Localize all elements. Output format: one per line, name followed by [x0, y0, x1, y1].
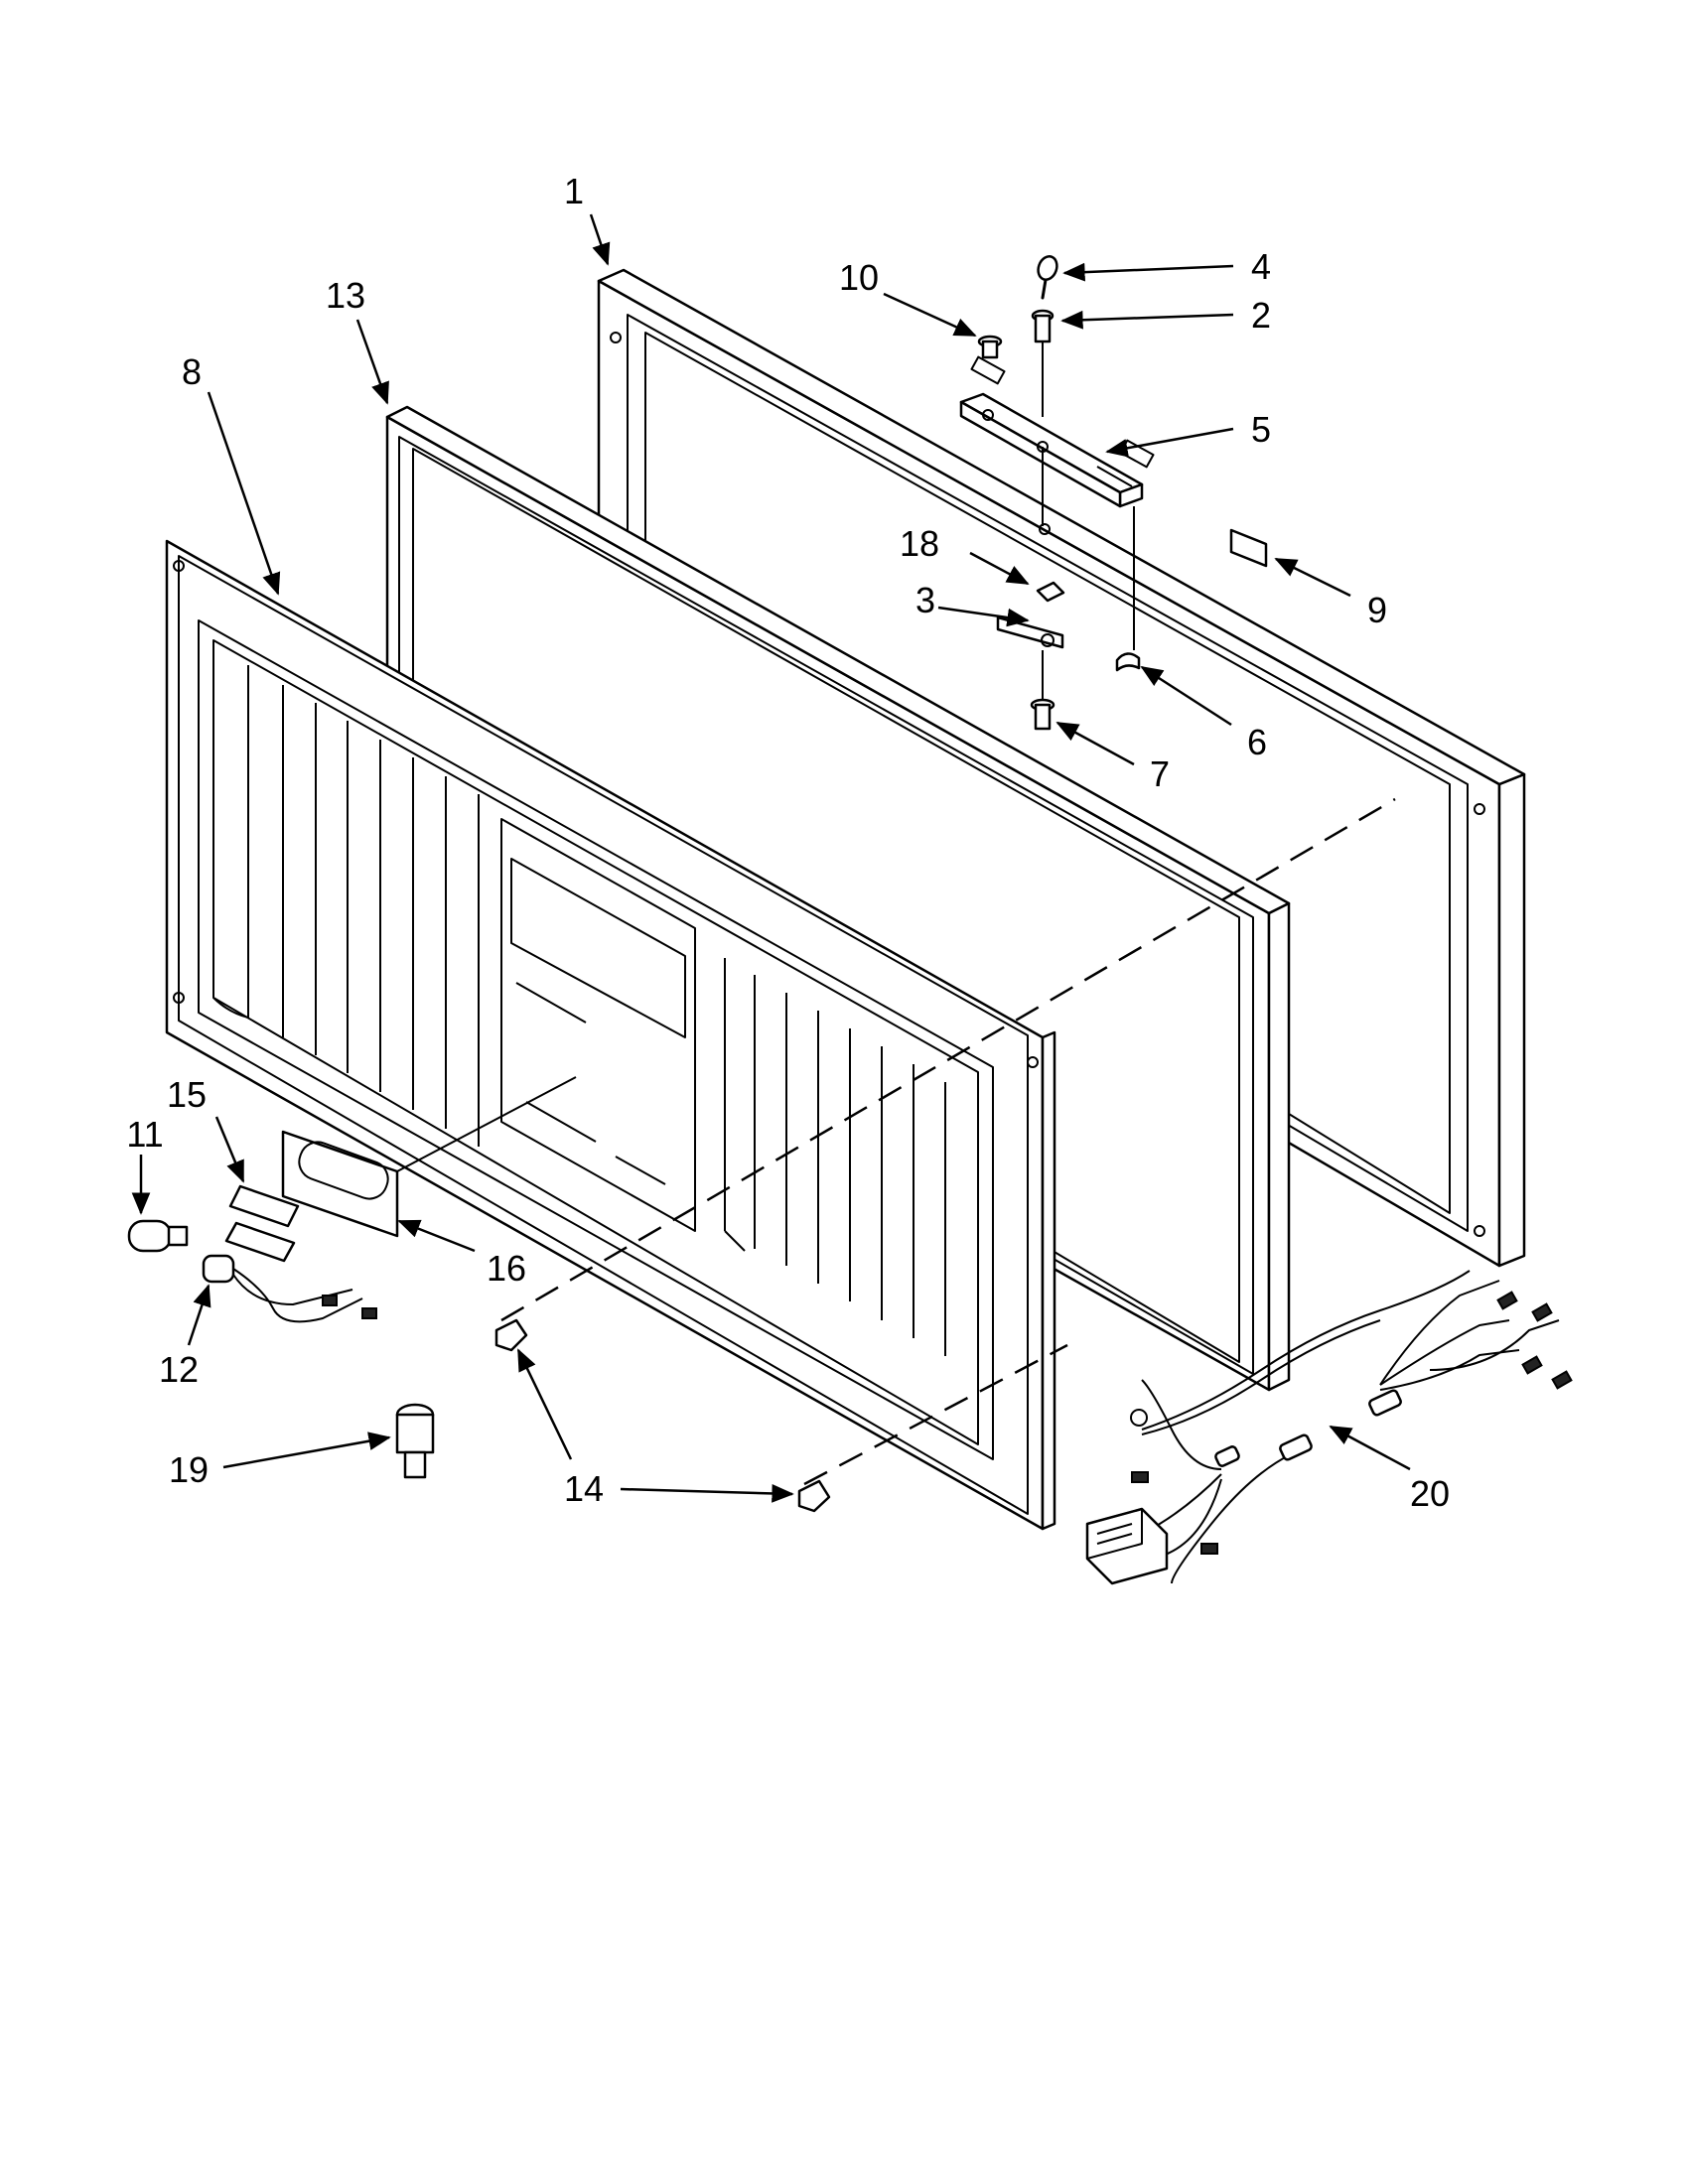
light-socket-part-12 — [202, 1254, 377, 1323]
pin-part-2 — [1031, 309, 1055, 417]
callouts: 1 2 3 4 5 6 7 8 9 10 11 12 13 14 15 16 1… — [126, 171, 1450, 1514]
callout-8: 8 — [182, 351, 202, 392]
callout-13: 13 — [326, 275, 365, 316]
callout-2: 2 — [1251, 295, 1271, 336]
latch-bracket-part-5 — [959, 392, 1144, 508]
callout-9: 9 — [1367, 590, 1387, 630]
door-liner-part-8 — [165, 539, 1056, 1531]
plug-part-14-lower — [797, 1479, 831, 1513]
rivet-part-10 — [977, 335, 1003, 359]
callout-19: 19 — [169, 1449, 209, 1490]
wire-harness-part-20 — [1085, 1270, 1573, 1585]
callout-4: 4 — [1251, 246, 1271, 287]
callout-20: 20 — [1410, 1473, 1450, 1514]
callout-10: 10 — [839, 257, 879, 298]
screw-part-7 — [1030, 650, 1055, 731]
callout-14: 14 — [564, 1468, 604, 1509]
callout-5: 5 — [1251, 409, 1271, 450]
callout-18: 18 — [900, 523, 939, 564]
label-part-9 — [1229, 528, 1268, 568]
pad-part-15 — [224, 1184, 300, 1263]
leader-lines — [131, 213, 1411, 1503]
clip-part-18 — [1036, 581, 1065, 603]
callout-1: 1 — [564, 171, 584, 211]
callout-11: 11 — [126, 1114, 163, 1155]
callout-3: 3 — [915, 580, 935, 620]
callout-15: 15 — [167, 1074, 207, 1115]
stop-part-6 — [1115, 506, 1141, 672]
door-switch-part-19 — [395, 1403, 435, 1479]
plug-part-14-upper — [494, 1318, 528, 1352]
key-part-4 — [1037, 255, 1058, 300]
callout-6: 6 — [1247, 722, 1267, 762]
light-housing-part-16 — [281, 1130, 399, 1238]
callout-16: 16 — [487, 1248, 526, 1289]
callout-12: 12 — [159, 1349, 199, 1390]
callout-7: 7 — [1150, 753, 1170, 794]
light-bulb-part-11 — [127, 1219, 189, 1253]
